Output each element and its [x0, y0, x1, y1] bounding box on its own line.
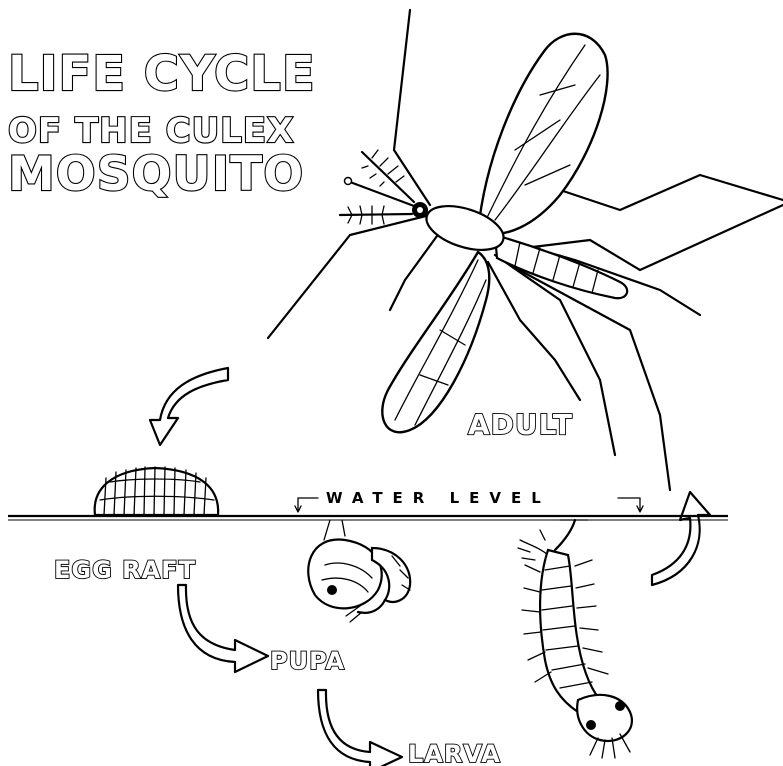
egg-raft-label: EGG RAFT: [54, 556, 196, 584]
title-line-3: MOSQUITO: [8, 147, 304, 202]
arrow-adult-to-eggs: [150, 368, 228, 445]
egg-raft: EGG RAFT: [54, 467, 218, 584]
arrow-larva-to-adult: [652, 492, 710, 585]
pupa: PUPA: [270, 520, 410, 675]
arrow-pupa-to-larva: [318, 690, 402, 766]
diagram-title: LIFE CYCLE OF THE CULEX MOSQUITO: [8, 46, 316, 202]
pupa-label: PUPA: [270, 647, 345, 675]
title-line-2: OF THE CULEX: [8, 111, 294, 151]
water-level-label: WATER LEVEL: [326, 489, 551, 507]
larva: LARVA: [408, 520, 632, 766]
larva-label: LARVA: [408, 740, 501, 766]
adult-label: ADULT: [468, 408, 573, 441]
adult-mosquito: ADULT: [268, 10, 783, 490]
title-line-1: LIFE CYCLE: [8, 46, 316, 102]
mosquito-antennae: [340, 150, 414, 224]
mosquito-upper-wing: [478, 34, 608, 234]
arrow-eggs-to-pupa: [178, 585, 268, 672]
